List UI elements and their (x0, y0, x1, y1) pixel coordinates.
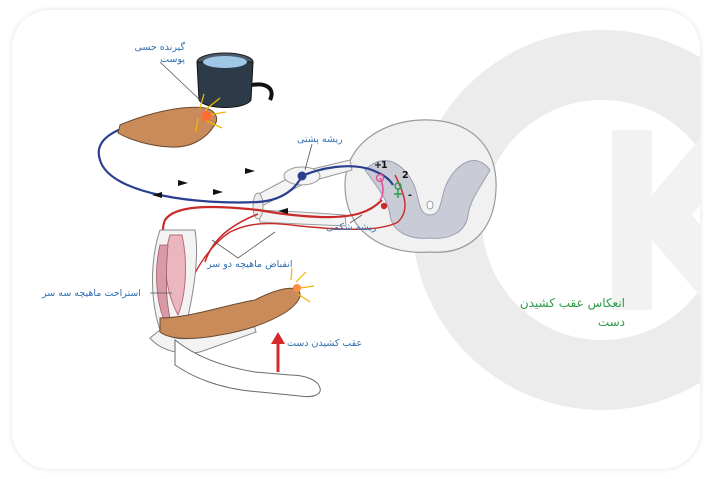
label-skin-receptor: گیرنده حسی پوست (130, 42, 185, 66)
label-dorsal-root: ریشه پشتی (297, 134, 343, 146)
caption-line2: دست (525, 315, 625, 330)
label-skin-receptor-line1: گیرنده حسی (130, 42, 185, 54)
synapse-number-2: 2 (402, 170, 409, 182)
synapse-number-1: 1 (381, 160, 388, 172)
sensory-cell-body (298, 172, 307, 181)
figure-caption: انعکاس عقب کشیدن دست (525, 296, 625, 330)
motor-neuron-branch (205, 214, 258, 262)
label-hand-withdrawal: عقب کشیدن دست (287, 338, 362, 350)
label-ventral-root: ریشه شکمی (326, 222, 376, 234)
caption-line1: انعکاس عقب کشیدن (525, 296, 625, 311)
minus-sign: - (408, 190, 412, 202)
label-biceps-contraction: انقباض ماهیچه دو سر (207, 259, 293, 271)
label-triceps-relaxation: استراحت ماهیچه سه سر (42, 288, 141, 300)
hot-water-pot (197, 53, 272, 108)
withdrawal-arrow (271, 332, 285, 372)
plus-sign: + (374, 160, 382, 172)
label-skin-receptor-line2: پوست (130, 54, 185, 66)
